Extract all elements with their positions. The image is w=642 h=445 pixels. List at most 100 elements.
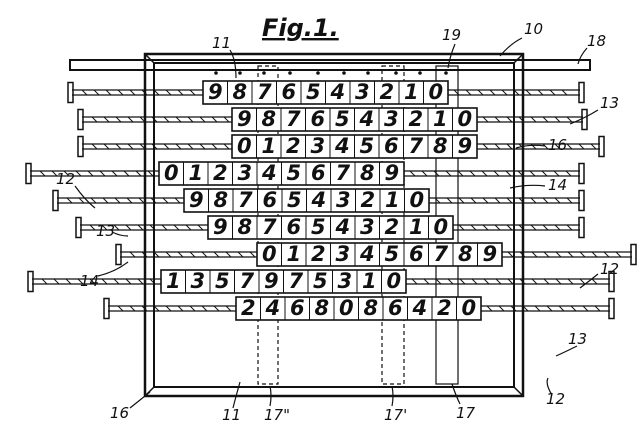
marker-dot [444,71,448,75]
digit-cell: 7 [288,269,303,293]
digit-cell: 7 [238,188,253,212]
digit-cell: 7 [335,161,350,185]
digit-cell: 8 [232,80,247,104]
digit-cell: 9 [384,161,399,185]
digit-cell: 5 [311,215,326,239]
digit-cell: 7 [239,269,254,293]
digit-cell: 0 [262,242,277,266]
ref-17: 17 [456,404,476,422]
marker-dot [262,71,266,75]
digit-cell: 6 [290,296,305,320]
slide-rod [25,162,585,185]
digit-cell: 0 [339,296,354,320]
ref-11-bottom: 11 [222,406,241,424]
digit-cell: 1 [433,107,448,131]
digit-cell: 2 [437,296,452,320]
leader-lines [74,37,599,409]
slide-rod [77,135,605,158]
digit-cell: 3 [336,188,351,212]
digit-cell: 5 [359,134,374,158]
figure-label: Fig.1. [262,14,339,42]
digit-cell: 7 [433,242,448,266]
digit-cell: 4 [411,296,427,320]
marker-dot [418,71,422,75]
digit-cell: 4 [310,188,326,212]
digit-cell: 9 [213,215,228,239]
digit-cell: 8 [360,161,375,185]
marker-dot [342,71,346,75]
digit-cell: 7 [286,107,301,131]
slide-rod [27,270,615,293]
ref-13-right-top: 13 [600,94,619,112]
digit-cell: 3 [360,215,375,239]
ref-17-prime: 17' [384,406,407,424]
ref-18: 18 [587,32,606,50]
digit-cell: 4 [264,296,280,320]
digit-cell: 1 [188,161,203,185]
marker-dot [366,71,370,75]
digit-cell: 0 [428,80,443,104]
digit-cell: 2 [311,242,326,266]
slide-rods [25,81,637,320]
slide-rod [77,108,588,131]
digit-cell: 9 [482,242,497,266]
digit-cell: 8 [458,242,473,266]
digit-cell: 7 [408,134,423,158]
digit-cell: 9 [189,188,204,212]
slide-rod [75,216,585,239]
digit-cell: 4 [358,107,374,131]
digit-cell: 1 [261,134,276,158]
digit-cell: 3 [337,269,352,293]
digit-cell: 6 [388,296,403,320]
digit-cell: 5 [306,80,321,104]
ref-13-left: 13 [96,222,115,240]
digit-cell: 1 [362,269,377,293]
digit-cell: 6 [281,80,296,104]
digit-cell: 2 [213,161,228,185]
digit-cell: 6 [262,188,277,212]
digit-cell: 5 [384,242,399,266]
digit-cell: 4 [334,134,350,158]
ref-19: 19 [442,26,461,44]
digit-cell: 3 [335,242,350,266]
marker-dot [288,71,292,75]
digit-cell: 8 [213,188,228,212]
marker-dot [316,71,320,75]
slide-rod [115,243,637,266]
ref-13-right-bottom: 13 [568,330,587,348]
digit-cell: 0 [457,107,472,131]
digit-cell: 4 [359,242,375,266]
marker-dot [394,71,398,75]
digit-cell: 9 [457,134,472,158]
digit-cell: 0 [433,215,448,239]
digit-cell: 6 [384,134,399,158]
ref-17-double-prime: 17" [264,406,290,424]
digit-cell: 3 [384,107,399,131]
marker-dot [238,71,242,75]
reference-numerals: 11 10 18 19 13 16 14 12 13 14 12 13 12 1… [56,20,619,424]
digit-cell: 7 [257,80,272,104]
digit-cell: 6 [310,107,325,131]
digit-cell: 0 [461,296,476,320]
ref-11-top: 11 [212,34,231,52]
slide-rod [103,297,615,320]
digit-cell: 4 [329,80,345,104]
digit-cell: 1 [404,80,419,104]
digit-cell: 8 [363,296,378,320]
digit-cell: 3 [310,134,325,158]
digit-cell: 1 [385,188,400,212]
marker-dot [214,71,218,75]
digit-cell: 1 [286,242,301,266]
digit-cell: 0 [409,188,424,212]
digit-cell: 1 [166,269,181,293]
digit-cell: 6 [409,242,424,266]
digit-cell: 9 [237,107,252,131]
